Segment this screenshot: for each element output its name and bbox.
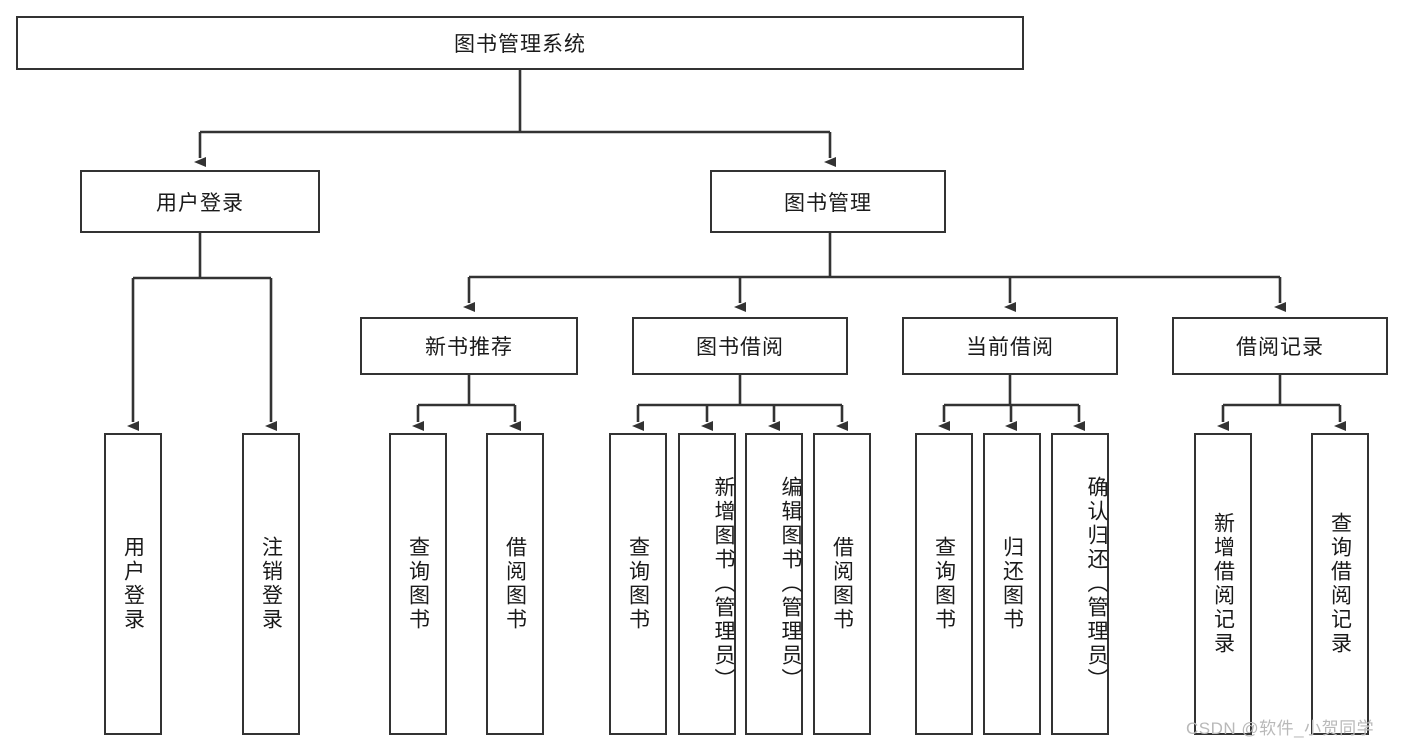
node-label: 图书借阅 — [696, 336, 784, 359]
leaf-borrow-add-book-admin[interactable]: 新增图书（管理员） — [678, 433, 736, 735]
watermark-text: CSDN @软件_小贺同学 — [1186, 719, 1375, 738]
node-current-borrow[interactable]: 当前借阅 — [902, 317, 1118, 375]
node-label: 借阅图书 — [503, 536, 527, 632]
node-book-management[interactable]: 图书管理 — [710, 170, 946, 233]
node-label: 查询图书 — [932, 536, 956, 632]
node-label: 注销登录 — [259, 536, 283, 632]
leaf-borrow-borrow-book[interactable]: 借阅图书 — [813, 433, 871, 735]
node-label: 确认归还（管理员） — [1085, 476, 1108, 692]
leaf-borrow-query-book[interactable]: 查询图书 — [609, 433, 667, 735]
node-new-book-recommend[interactable]: 新书推荐 — [360, 317, 578, 375]
leaf-record-add-record[interactable]: 新增借阅记录 — [1194, 433, 1252, 735]
node-root-system[interactable]: 图书管理系统 — [16, 16, 1024, 70]
node-label: 编辑图书（管理员） — [779, 476, 802, 692]
node-label: 借阅图书 — [830, 536, 854, 632]
leaf-borrow-edit-book-admin[interactable]: 编辑图书（管理员） — [745, 433, 803, 735]
node-label: 借阅记录 — [1236, 336, 1324, 359]
leaf-recommend-borrow-book[interactable]: 借阅图书 — [486, 433, 544, 735]
leaf-current-return-book[interactable]: 归还图书 — [983, 433, 1041, 735]
leaf-current-confirm-return-admin[interactable]: 确认归还（管理员） — [1051, 433, 1109, 735]
node-borrow-record[interactable]: 借阅记录 — [1172, 317, 1388, 375]
leaf-record-query-record[interactable]: 查询借阅记录 — [1311, 433, 1369, 735]
node-label: 用户登录 — [121, 536, 145, 632]
node-label: 当前借阅 — [966, 336, 1054, 359]
node-label: 图书管理 — [784, 191, 872, 215]
node-label: 用户登录 — [156, 191, 244, 215]
node-label: 新增图书（管理员） — [712, 476, 735, 692]
leaf-user-login-logout[interactable]: 注销登录 — [242, 433, 300, 735]
node-label: 新增借阅记录 — [1211, 512, 1235, 656]
leaf-user-login-login[interactable]: 用户登录 — [104, 433, 162, 735]
node-label: 查询借阅记录 — [1328, 512, 1352, 656]
node-label: 新书推荐 — [425, 336, 513, 359]
node-book-borrow[interactable]: 图书借阅 — [632, 317, 848, 375]
node-label: 查询图书 — [406, 536, 430, 632]
leaf-recommend-query-book[interactable]: 查询图书 — [389, 433, 447, 735]
node-label: 查询图书 — [626, 536, 650, 632]
node-label: 图书管理系统 — [454, 33, 586, 56]
leaf-current-query-book[interactable]: 查询图书 — [915, 433, 973, 735]
node-user-login[interactable]: 用户登录 — [80, 170, 320, 233]
node-label: 归还图书 — [1000, 536, 1024, 632]
